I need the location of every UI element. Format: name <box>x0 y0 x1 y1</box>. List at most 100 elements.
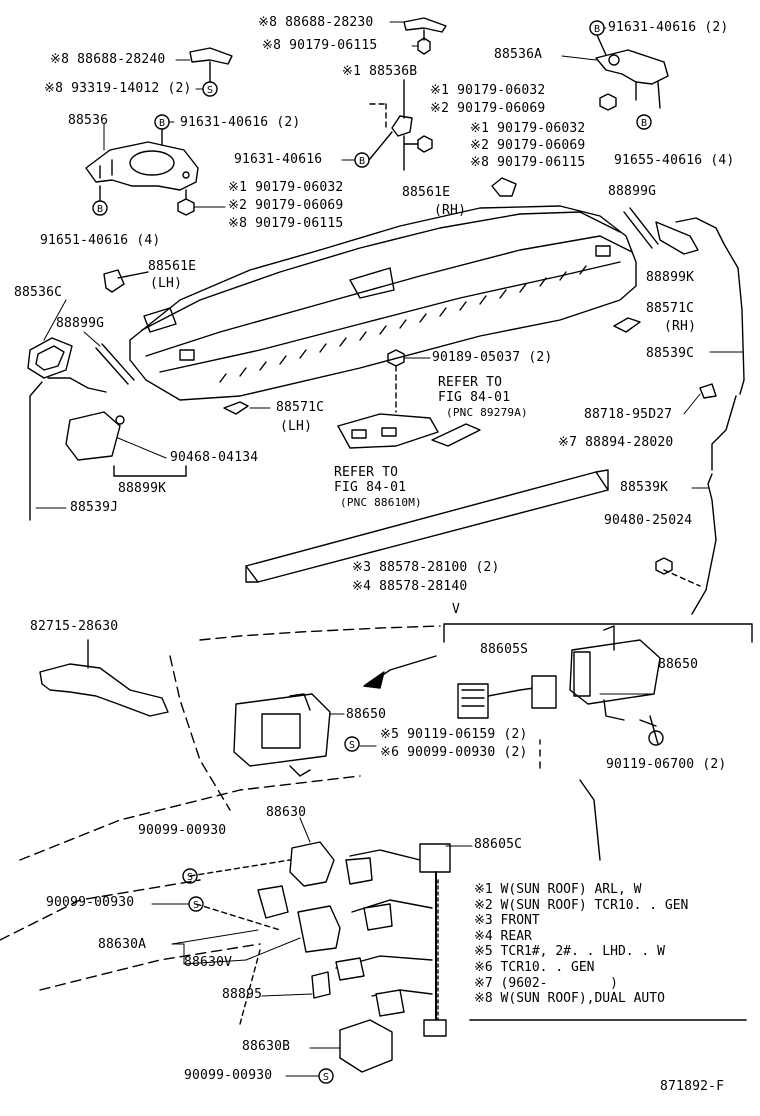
legend-item: ※4 REAR <box>474 928 532 944</box>
label-88899K-right: 88899K <box>646 270 695 285</box>
label-82715-28630: 82715-28630 <box>30 619 119 634</box>
connector-88630V-drawing <box>297 905 341 953</box>
svg-text:S: S <box>323 1072 329 1083</box>
label-88630: 88630 <box>266 805 307 820</box>
svg-text:B: B <box>159 118 165 129</box>
label-88536C: 88536C <box>14 285 63 300</box>
nut-left-drawing <box>177 198 195 216</box>
label-88571C-rh: 88571C <box>646 301 695 316</box>
label-88895: 88895 <box>222 987 263 1002</box>
legend-item: ※8 W(SUN ROOF),DUAL AUTO <box>474 991 665 1007</box>
label-91655-40616: 91655-40616 (4) <box>614 153 735 168</box>
cable-88539J-drawing <box>29 377 107 521</box>
nut-right-drawing <box>599 93 617 111</box>
strip-88899G-left-drawing <box>95 343 135 385</box>
svg-text:S: S <box>193 900 199 911</box>
label-91631-40616-center: 91631-40616 <box>234 152 323 167</box>
label-88650-right: 88650 <box>658 657 699 672</box>
label-pnc-89279A: (PNC 89279A) <box>446 406 528 419</box>
legend-item: ※5 TCR1#, 2#. . LHD. . W <box>474 944 665 960</box>
label-90119-06159: ※5 90119-06159 (2) <box>380 727 528 742</box>
label-88578-28140: ※4 88578-28140 <box>352 579 468 594</box>
clip-88718-drawing <box>699 383 717 399</box>
label-fig-84-01-1: FIG 84-01 <box>438 390 511 405</box>
label-lh-2: (LH) <box>280 419 313 434</box>
label-90099-00930-d: 90099-00930 <box>184 1068 273 1083</box>
label-88605S: 88605S <box>480 642 529 657</box>
label-90099-00930-c: 90099-00930 <box>46 895 135 910</box>
view-v-frame <box>443 623 753 643</box>
bracket-88536A-drawing <box>595 49 669 109</box>
legend-item: ※3 FRONT <box>474 913 540 929</box>
label-88571C-lh: 88571C <box>276 400 325 415</box>
cable-88539C-drawing <box>675 217 745 395</box>
legend-item: ※1 W(SUN ROOF) ARL, W <box>474 882 642 897</box>
svg-text:S: S <box>349 740 355 751</box>
legend-item: ※7 (9602- ) <box>474 975 618 991</box>
label-90179-06032-c: ※1 90179-06032 <box>228 180 344 195</box>
label-view-v: V <box>452 602 461 617</box>
leader-lines <box>35 21 743 1077</box>
pad-88536C-drawing <box>27 337 73 379</box>
clip-88571C-lh-drawing <box>223 401 249 415</box>
connector-88895-drawing <box>311 971 331 999</box>
harness-88605C-drawing <box>335 843 451 1037</box>
label-90179-06032-a: ※1 90179-06032 <box>430 83 546 98</box>
svg-text:S: S <box>207 85 213 96</box>
label-90179-06115-c: ※8 90179-06115 <box>228 216 344 231</box>
svg-text:B: B <box>594 24 600 35</box>
b-circle-2 <box>92 200 108 216</box>
legend-item: ※2 W(SUN ROOF) TCR10. . GEN <box>474 897 689 913</box>
label-88561E-rh: 88561E <box>402 185 451 200</box>
label-88899G-left: 88899G <box>56 316 105 331</box>
label-refer-to-2: REFER TO <box>334 465 399 480</box>
bracket-88899K-right-drawing <box>655 221 699 255</box>
clip-88561E-rh-drawing <box>491 177 517 197</box>
clip-88561E-lh-drawing <box>103 269 125 293</box>
circle-letters: B B B B B S S S S S <box>97 24 647 1083</box>
bracket-88536B-drawing <box>369 79 413 171</box>
label-88578-28100: ※3 88578-28100 (2) <box>352 560 500 575</box>
label-91651-40616: 91651-40616 (4) <box>40 233 161 248</box>
console-body-drawing <box>129 205 637 401</box>
label-90099-00930-a: ※6 90099-00930 (2) <box>380 745 528 760</box>
label-90179-06069-a: ※2 90179-06069 <box>430 101 546 116</box>
label-88539C: 88539C <box>646 346 695 361</box>
label-90179-06069-c: ※2 90179-06069 <box>228 198 344 213</box>
label-88688-28230: ※8 88688-28230 <box>258 15 374 30</box>
connector-88605S-drawing <box>457 675 557 719</box>
label-88536: 88536 <box>68 113 109 128</box>
label-88536A: 88536A <box>494 47 543 62</box>
label-90189-05037: 90189-05037 (2) <box>432 350 553 365</box>
lamp-assembly-drawing <box>337 413 481 449</box>
label-lh-1: (LH) <box>150 276 183 291</box>
label-91631-40616-top: 91631-40616 (2) <box>608 20 729 35</box>
label-90179-06115-b: ※8 90179-06115 <box>470 155 586 170</box>
svg-text:S: S <box>187 872 193 883</box>
label-pnc-88610M: (PNC 88610M) <box>340 496 422 509</box>
connector-88630B-drawing <box>339 1019 393 1073</box>
module-88650-left-drawing <box>233 693 331 777</box>
label-88899K-left: 88899K <box>118 481 167 496</box>
label-90468-04134: 90468-04134 <box>170 450 259 465</box>
label-90179-06032-b: ※1 90179-06032 <box>470 121 586 136</box>
label-90480-25024: 90480-25024 <box>604 513 693 528</box>
label-88630B: 88630B <box>242 1039 291 1054</box>
module-88650-right-drawing <box>569 625 661 721</box>
label-88688-28240: ※8 88688-28240 <box>50 52 166 67</box>
clip-88571C-rh-drawing <box>613 317 641 333</box>
nut-90480-drawing <box>655 557 673 575</box>
label-90099-00930-b: 90099-00930 <box>138 823 227 838</box>
label-fig-84-01-2: FIG 84-01 <box>334 480 407 495</box>
label-88650-left: 88650 <box>346 707 387 722</box>
svg-text:B: B <box>359 156 365 167</box>
label-90179-06069-b: ※2 90179-06069 <box>470 138 586 153</box>
label-refer-to-1: REFER TO <box>438 375 503 390</box>
label-88536B: ※1 88536B <box>342 64 418 79</box>
label-88561E-lh: 88561E <box>148 259 197 274</box>
svg-text:B: B <box>97 204 103 215</box>
legend: ※1 W(SUN ROOF) ARL, W ※2 W(SUN ROOF) TCR… <box>474 882 688 1007</box>
b-circle-4 <box>636 114 652 130</box>
clip-88688-28240-drawing <box>189 47 233 65</box>
